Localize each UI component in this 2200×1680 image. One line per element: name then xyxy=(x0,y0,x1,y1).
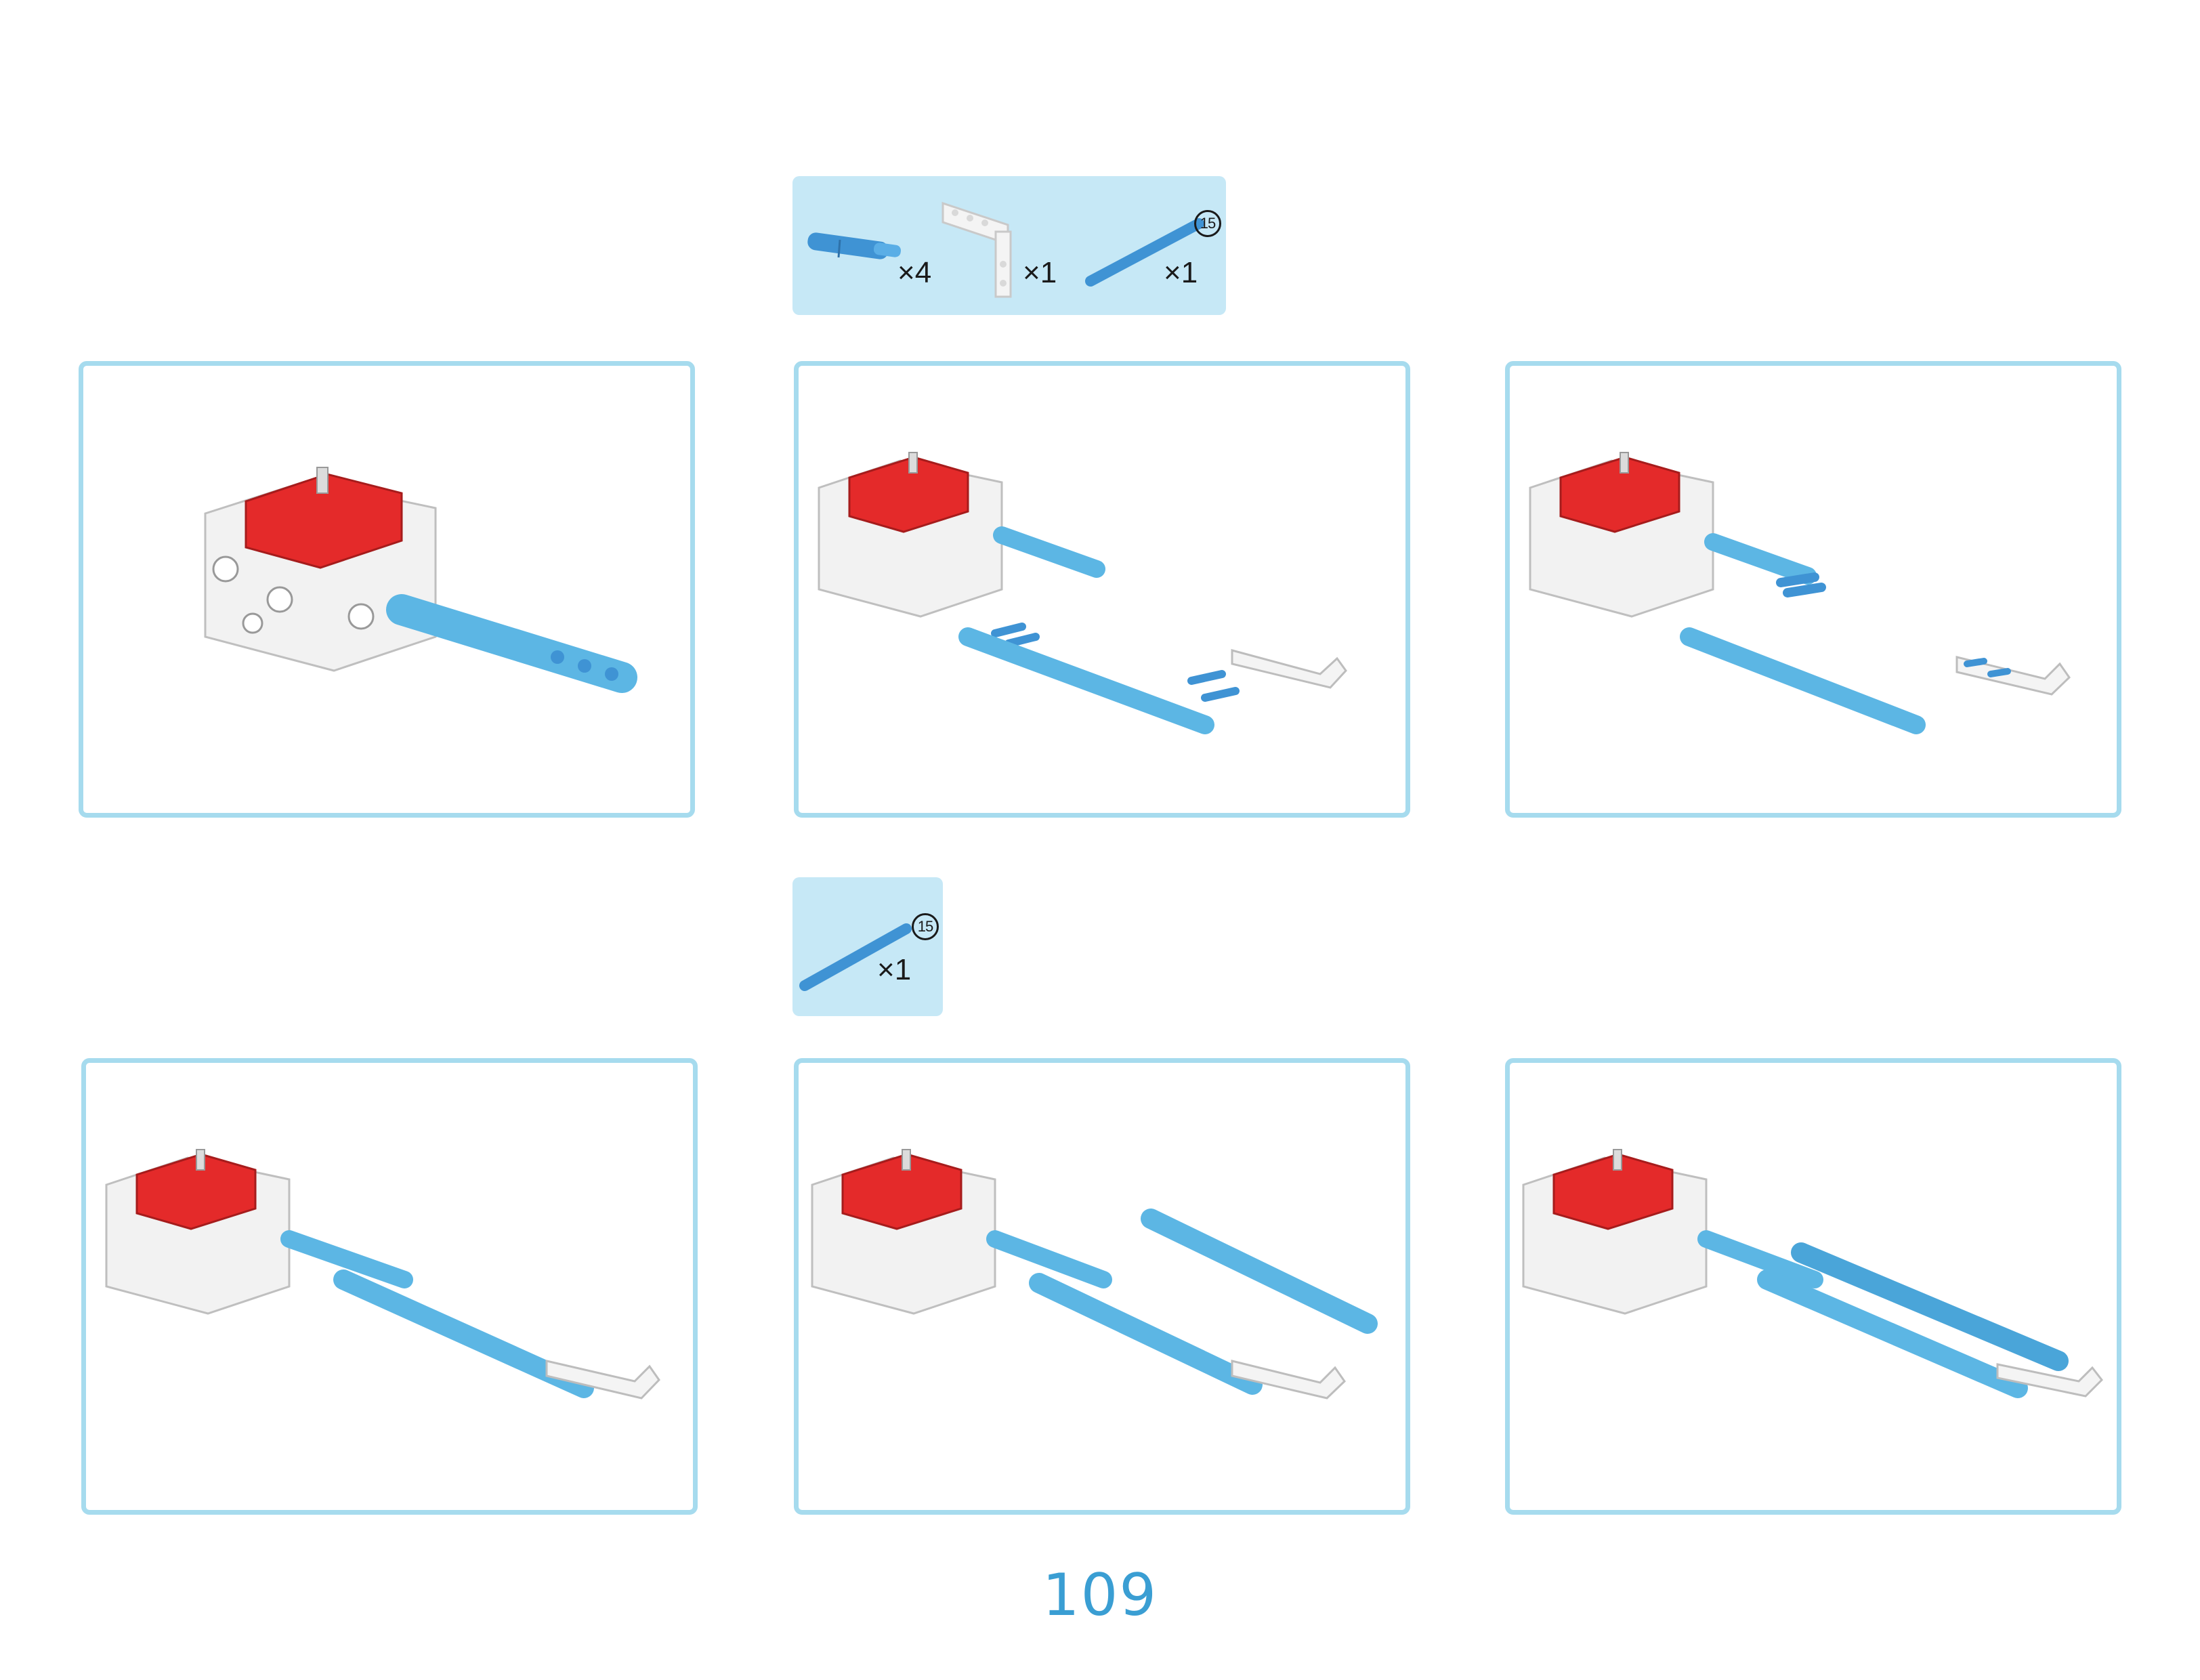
beam-size-badge: 15 xyxy=(1194,210,1221,237)
blue-15-beam-icon xyxy=(799,923,912,991)
servo-frame-assembly xyxy=(1522,1149,1708,1315)
step-3-illustration xyxy=(1529,452,2071,734)
servo-frame-assembly xyxy=(818,452,1003,618)
blue-pin xyxy=(991,623,1040,648)
step-4-illustration xyxy=(105,1149,660,1400)
step-1-illustration xyxy=(204,467,637,693)
parts-callout-2: ×1 15 xyxy=(792,877,943,1016)
white-l-beam xyxy=(1996,1363,2103,1398)
white-l-beam xyxy=(1955,656,2071,696)
step-2-illustration xyxy=(818,452,1347,734)
quantity-label: ×1 xyxy=(877,953,912,986)
step-panel-2 xyxy=(794,361,1410,818)
blue-pin xyxy=(1187,670,1240,702)
step-5-illustration xyxy=(811,1149,1378,1400)
step-panel-5 xyxy=(794,1058,1410,1515)
beam-size-badge: 15 xyxy=(912,913,939,940)
blue-15-beam xyxy=(1680,627,1926,734)
quantity-label: ×1 xyxy=(1164,256,1198,289)
servo-frame-assembly xyxy=(204,467,437,672)
blue-pin-icon xyxy=(807,232,902,259)
blue-pin xyxy=(1776,572,1826,597)
blue-beam xyxy=(386,594,637,693)
servo-frame-assembly xyxy=(105,1149,291,1315)
white-l-beam xyxy=(545,1360,660,1400)
blue-15-beam xyxy=(1141,1209,1378,1334)
white-l-beam xyxy=(1231,649,1347,689)
white-l-beam xyxy=(1231,1360,1346,1400)
quantity-label: ×1 xyxy=(1023,256,1057,289)
servo-frame-assembly xyxy=(811,1149,996,1315)
parts-callout-2-art xyxy=(799,923,912,991)
blue-15-beam xyxy=(1029,1273,1263,1395)
servo-frame-assembly xyxy=(1529,452,1714,618)
step-6-illustration xyxy=(1522,1149,2103,1398)
blue-15-beam xyxy=(958,627,1214,734)
page-number: 109 xyxy=(1042,1561,1158,1629)
parts-callout-1-art xyxy=(807,201,1204,298)
blue-15-beam xyxy=(1757,1269,2028,1398)
step-panel-1 xyxy=(79,361,695,818)
blue-15-beam xyxy=(1791,1242,2069,1371)
step-panel-3 xyxy=(1505,361,2121,818)
step-panel-4 xyxy=(81,1058,698,1515)
white-l-beam-icon xyxy=(942,201,1012,298)
blue-15-beam-icon xyxy=(1085,218,1204,287)
step-panel-6 xyxy=(1505,1058,2121,1515)
quantity-label: ×4 xyxy=(897,256,932,289)
blue-15-beam xyxy=(333,1269,594,1398)
parts-callout-1: ×4 ×1 ×1 15 xyxy=(792,176,1226,315)
